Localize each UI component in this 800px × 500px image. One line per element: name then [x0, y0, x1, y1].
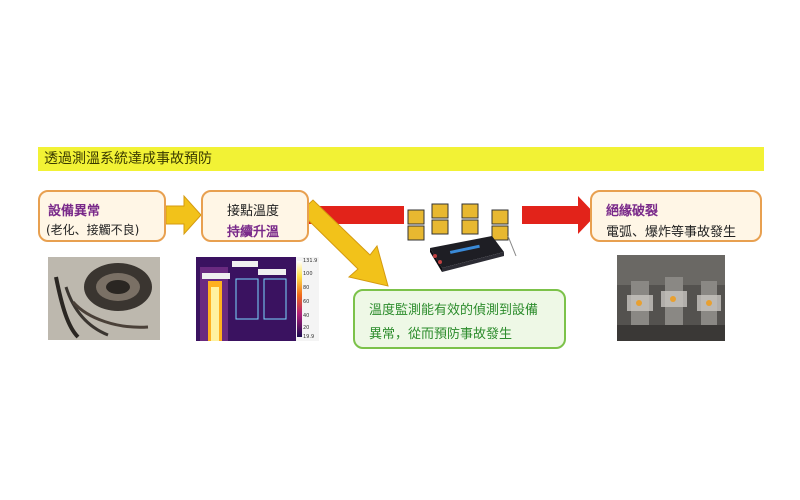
equipment-abnormal-box: 設備異常 (老化、接觸不良) [38, 190, 166, 242]
worn-equipment-illustration [48, 257, 160, 340]
thermal-image: 131.9 100 80 60 40 20 19.9 [196, 257, 319, 341]
insulation-rupture-box: 絕緣破裂 電弧、爆炸等事故發生 [590, 190, 762, 242]
yellow-arrow-right [165, 194, 202, 236]
equipment-abnormal-title: 設備異常 [48, 204, 101, 219]
equipment-abnormal-detail: (老化、接觸不良) [46, 223, 140, 237]
contact-temperature-box: 接點溫度 持續升溫 [201, 190, 309, 242]
insulation-rupture-detail: 電弧、爆炸等事故發生 [606, 225, 737, 240]
yellow-arrow-diagonal [299, 199, 389, 287]
thermal-scale-tick: 20 [303, 325, 310, 331]
thermal-scale-min: 19.9 [303, 334, 315, 340]
thermal-scale-max: 131.9 [303, 258, 318, 264]
contact-temperature-line2: 持續升溫 [227, 225, 280, 240]
banner-title: 透過測溫系統達成事故預防 [38, 147, 764, 171]
thermal-scale-tick: 40 [303, 313, 310, 319]
thermal-scale-tick: 80 [303, 285, 310, 291]
thermal-image-illustration [196, 257, 319, 341]
thermal-scale-tick: 100 [303, 271, 313, 277]
contact-temperature-line1: 接點溫度 [227, 204, 280, 219]
monitoring-note-line1: 溫度監測能有效的偵測到設備 [369, 303, 539, 318]
worn-equipment-photo [48, 257, 160, 340]
monitoring-note-line2: 異常，從而預防事故發生 [369, 327, 513, 342]
insulation-damage-photo [617, 255, 725, 341]
insulation-rupture-title: 絕緣破裂 [606, 204, 659, 219]
monitoring-device-illustration [407, 203, 517, 272]
temperature-monitoring-device-photo [404, 196, 522, 276]
monitoring-note-box: 溫度監測能有效的偵測到設備 異常，從而預防事故發生 [353, 289, 566, 349]
insulation-damage-illustration [617, 255, 725, 341]
thermal-scale-tick: 60 [303, 299, 310, 305]
